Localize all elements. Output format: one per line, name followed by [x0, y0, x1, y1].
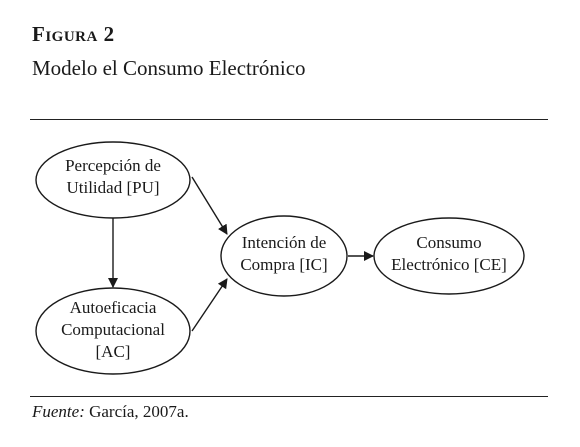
- edge-pu-ic: [191, 176, 228, 235]
- node-ac-label-line1: Autoeficacia: [70, 298, 157, 317]
- node-pu-label-line1: Percepción de: [65, 156, 161, 175]
- node-ce-label-line2: Electrónico [CE]: [391, 255, 507, 274]
- figure-label-text: Figura 2: [32, 22, 115, 46]
- figure-title: Modelo el Consumo Electrónico: [32, 56, 306, 80]
- node-ac-label-line2: Computacional: [61, 320, 165, 339]
- node-ce-shape: [373, 217, 525, 295]
- top-rule: [30, 119, 548, 120]
- node-ic-shape: [220, 215, 348, 297]
- node-pu: Percepción de Utilidad [PU]: [35, 141, 191, 219]
- bottom-rule: [30, 396, 548, 397]
- node-pu-label-line2: Utilidad [PU]: [66, 178, 159, 197]
- node-ic: Intención de Compra [IC]: [220, 215, 348, 297]
- node-ic-label-line2: Compra [IC]: [240, 255, 327, 274]
- source-note: Fuente: García, 2007a.: [32, 402, 189, 422]
- node-ce: Consumo Electrónico [CE]: [373, 217, 525, 295]
- node-ic-label-line1: Intención de: [242, 233, 327, 252]
- node-ac-label-line3: [AC]: [96, 342, 131, 361]
- node-ac: Autoeficacia Computacional [AC]: [35, 287, 191, 375]
- figure-label: Figura 2: [32, 22, 115, 47]
- source-label: Fuente:: [32, 402, 85, 421]
- node-pu-shape: [35, 141, 191, 219]
- source-text: García, 2007a.: [89, 402, 189, 421]
- node-ce-label-line1: Consumo: [416, 233, 481, 252]
- node-ac-shape: [35, 287, 191, 375]
- edge-ac-ic: [191, 278, 228, 332]
